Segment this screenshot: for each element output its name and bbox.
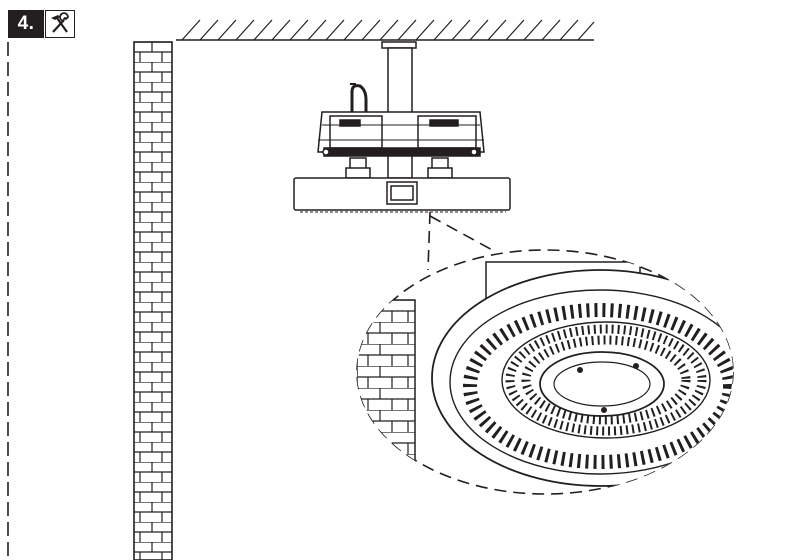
pendant-luminaire: [293, 41, 511, 213]
brick-wall: [133, 41, 173, 560]
tools-icon: [45, 10, 75, 38]
zoom-detail: [357, 261, 733, 494]
ceiling: [176, 19, 595, 41]
step-number-badge: 4.: [8, 10, 44, 38]
